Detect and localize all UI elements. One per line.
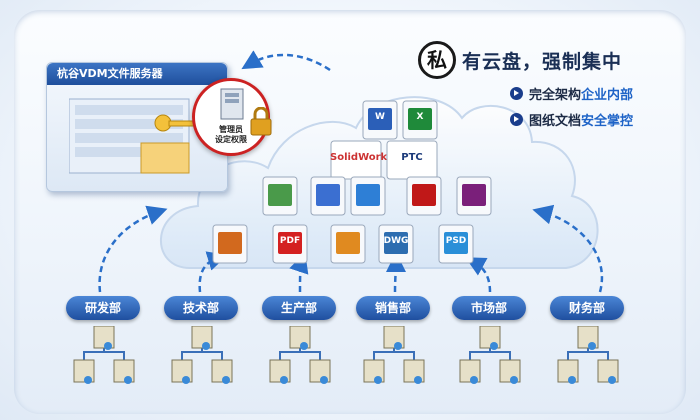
computer-network-icon	[363, 326, 425, 384]
excel-icon: X	[402, 100, 438, 144]
admin-label-line2: 设定权限	[215, 135, 247, 144]
pdf-icon: PDF	[272, 224, 308, 268]
icon-label: SolidWorks	[330, 152, 394, 163]
department-label: 市场部	[452, 296, 526, 320]
admin-server-icon	[220, 88, 244, 120]
department-1: 研发部	[62, 296, 144, 396]
computer-network-icon	[557, 326, 619, 384]
bullet-2-plain: 图纸文档	[529, 114, 582, 129]
arrow-dept2	[198, 251, 228, 293]
admin-label-line1: 管理员	[219, 125, 243, 134]
department-6: 财务部	[546, 296, 628, 396]
icon-label: PSD	[445, 236, 467, 246]
winrar-icon	[456, 176, 492, 220]
admin-label: 管理员 设定权限	[195, 125, 267, 145]
bullet-1-plain: 完全架构	[529, 88, 582, 103]
paint-brush-icon	[310, 176, 346, 220]
department-label: 销售部	[356, 296, 430, 320]
department-5: 市场部	[448, 296, 530, 396]
folder-icon	[140, 142, 190, 174]
spreadsheet-icon	[262, 176, 298, 220]
vdm-file-server: 杭谷VDM文件服务器	[46, 62, 228, 192]
play-bullet-icon	[510, 87, 523, 100]
icon-label: PTC	[401, 152, 423, 163]
computer-network-icon	[459, 326, 521, 384]
headline-text: 有云盘，强制集中	[462, 50, 623, 73]
media-player-icon	[350, 176, 386, 220]
arrow-dept5	[465, 257, 492, 293]
computer-network-icon	[73, 326, 135, 384]
bullet-1-highlight: 企业内部	[581, 88, 634, 103]
play-bullet-icon	[510, 113, 523, 126]
arrow-dept3	[289, 252, 309, 293]
computer-network-icon	[171, 326, 233, 384]
bullet-2: 图纸文档 安全掌控	[510, 110, 633, 129]
powerpoint-icon	[212, 224, 248, 268]
private-circle: 私	[418, 41, 456, 79]
department-4: 销售部	[352, 296, 434, 396]
icon-label: DWG	[383, 236, 409, 246]
icon-label: PDF	[279, 236, 301, 246]
arrow-dept1	[98, 205, 168, 293]
department-label: 生产部	[262, 296, 336, 320]
icon-label: W	[375, 112, 385, 122]
server-rack-icon	[69, 98, 196, 174]
department-3: 生产部	[258, 296, 340, 396]
arrow-dept6	[532, 204, 604, 293]
computer-network-icon	[269, 326, 331, 384]
lock-icon	[250, 107, 272, 136]
arrow-dept4	[385, 252, 406, 293]
department-label: 财务部	[550, 296, 624, 320]
autodesk-icon	[406, 176, 442, 220]
department-label: 技术部	[164, 296, 238, 320]
bullet-2-highlight: 安全掌控	[581, 114, 634, 129]
image-file-icon	[330, 224, 366, 268]
arrow-cloud-to-server	[241, 50, 331, 72]
icon-label: X	[416, 112, 424, 122]
admin-permission-badge: 管理员 设定权限	[192, 78, 272, 156]
psd-icon: PSD	[438, 224, 474, 268]
department-2: 技术部	[160, 296, 242, 396]
word-icon: W	[362, 100, 398, 144]
server-title: 杭谷VDM文件服务器	[47, 63, 227, 85]
department-label: 研发部	[66, 296, 140, 320]
headline: 私 有云盘，强制集中	[418, 40, 622, 80]
dwg-icon: DWG	[378, 224, 414, 268]
bullet-1: 完全架构 企业内部	[510, 84, 633, 103]
